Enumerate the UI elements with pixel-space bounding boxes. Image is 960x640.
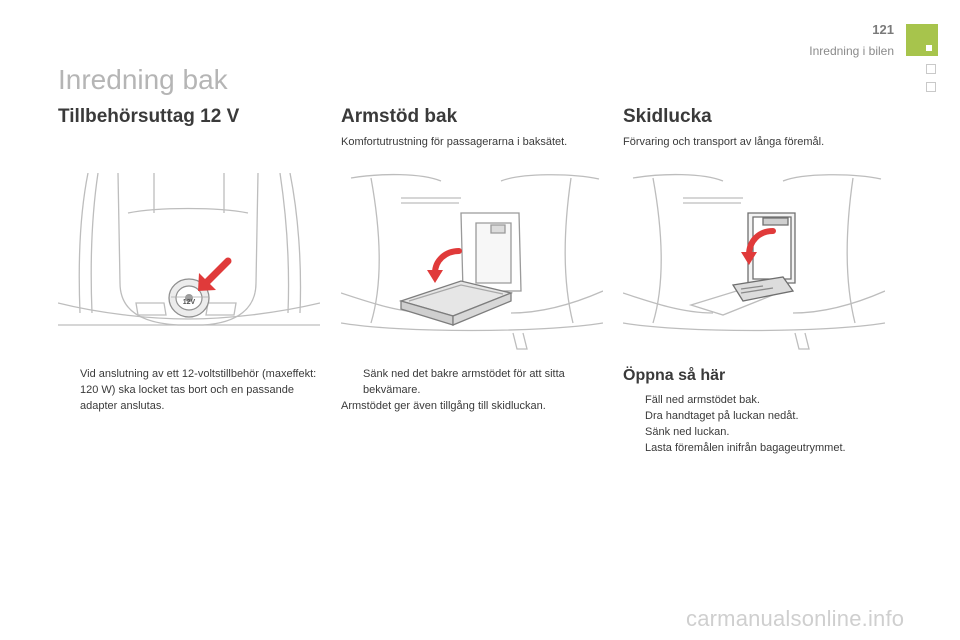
heading-rear-armrest: Armstöd bak xyxy=(341,106,458,127)
arrow-icon xyxy=(427,248,462,283)
bullet-list-12v: Vid anslutning av ett 12-voltstillbehör … xyxy=(58,366,320,414)
arrow-icon xyxy=(741,228,776,265)
intro-ski-hatch: Förvaring och transport av långa föremål… xyxy=(623,136,825,148)
list-item: Lasta föremålen inifrån bagageutrymmet. xyxy=(645,442,846,454)
list-item: Vid anslutning av ett 12-voltstillbehör … xyxy=(80,368,317,412)
bullet-list-ski-hatch: Fäll ned armstödet bak. Dra handtaget på… xyxy=(623,392,885,456)
illustration-rear-armrest xyxy=(341,173,603,350)
figure-rear-armrest xyxy=(341,173,603,358)
armrest-note: Armstödet ger även tillgång till skidluc… xyxy=(341,400,546,412)
list-item: Dra handtaget på luckan nedåt. xyxy=(645,410,799,422)
chapter-tab-active[interactable] xyxy=(906,24,938,56)
figure-12v-socket: 12V xyxy=(58,173,320,358)
page-title: Inredning bak xyxy=(58,64,228,95)
page-number: 121 xyxy=(872,22,894,37)
heading-how-to-open: Öppna så här xyxy=(623,367,726,384)
illustration-12v-socket: 12V xyxy=(58,173,320,326)
tab-marker-icon xyxy=(926,45,932,51)
list-item: Sänk ned luckan. xyxy=(645,426,730,438)
list-item: Sänk ned det bakre armstödet för att sit… xyxy=(363,368,565,396)
watermark: carmanualsonline.info xyxy=(686,606,905,631)
list-item: Fäll ned armstödet bak. xyxy=(645,394,760,406)
intro-rear-armrest: Komfortutrustning för passagerarna i bak… xyxy=(341,136,568,148)
heading-ski-hatch: Skidlucka xyxy=(623,106,712,127)
socket-label: 12V xyxy=(183,299,196,306)
section-title: Inredning i bilen xyxy=(809,44,894,58)
illustration-ski-hatch xyxy=(623,173,885,350)
chapter-tab[interactable] xyxy=(926,64,936,74)
chapter-tab[interactable] xyxy=(926,82,936,92)
heading-12v-socket: Tillbehörsuttag 12 V xyxy=(58,106,240,127)
arrow-icon xyxy=(198,257,232,291)
bullet-list-armrest: Sänk ned det bakre armstödet för att sit… xyxy=(341,366,603,398)
figure-ski-hatch xyxy=(623,173,885,358)
